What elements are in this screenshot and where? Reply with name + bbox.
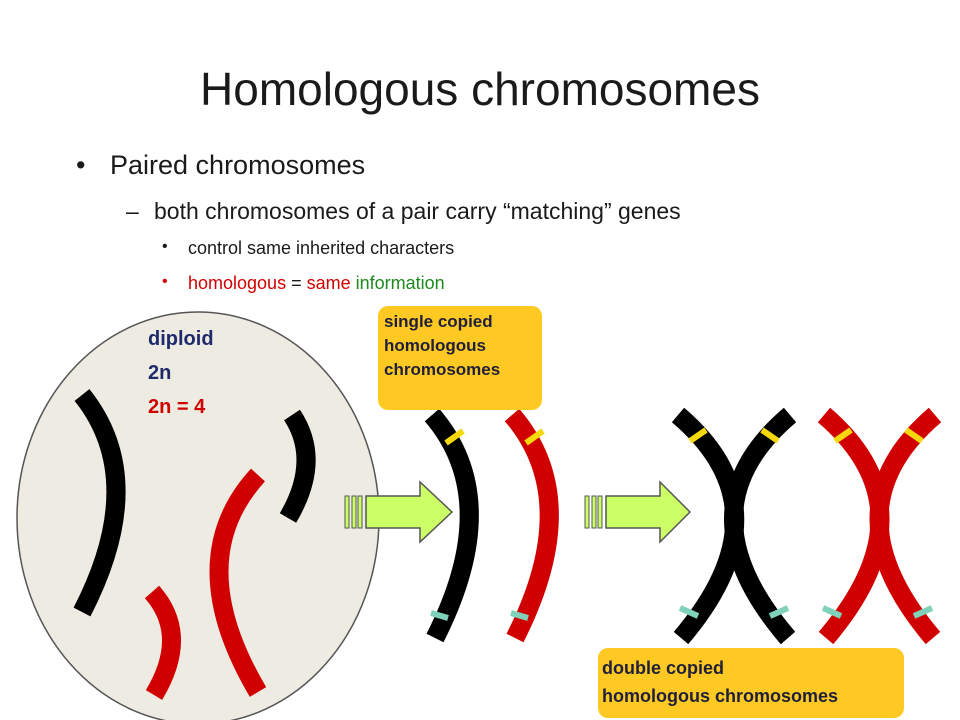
single-black-chromosome: [424, 408, 479, 643]
slide-title: Homologous chromosomes: [200, 63, 760, 115]
double-red-chromosome: [817, 407, 942, 645]
callout-line: homologous: [384, 336, 486, 355]
single-copied-callout: single copied homologous chromosomes: [378, 306, 542, 410]
cell-body: [16, 311, 380, 720]
bullet-dot-icon: •: [162, 238, 168, 255]
cell-black-chromosome-long: [73, 389, 126, 617]
callout-line: homologous chromosomes: [602, 686, 839, 706]
dash-icon: –: [126, 198, 139, 224]
arrow-right-icon: [584, 480, 692, 544]
same-word: same: [306, 273, 351, 293]
bullet-level3-first-text: control same inherited characters: [188, 238, 455, 258]
two-n-label: 2n: [148, 362, 172, 384]
cell-red-chromosome-long: [209, 468, 267, 697]
bullet-level3-second-text: homologous = same information: [188, 273, 445, 294]
equals-sign: =: [286, 273, 307, 293]
cell-black-chromosome-short: [279, 409, 316, 523]
single-red-chromosome: [504, 408, 559, 643]
double-black-chromosome: [671, 407, 797, 645]
cell-red-chromosome-short: [144, 585, 181, 700]
information-word: information: [350, 273, 445, 293]
diploid-label: diploid: [148, 328, 214, 350]
callout-line: double copied: [602, 658, 725, 678]
callout-line: chromosomes: [384, 360, 501, 379]
callout-line: single copied: [384, 312, 493, 331]
bullet-dot-icon: •: [162, 273, 168, 290]
bullet-level2-text: both chromosomes of a pair carry “matchi…: [154, 198, 681, 224]
double-copied-callout: double copied homologous chromosomes: [598, 648, 904, 718]
bullet-level1-text: Paired chromosomes: [110, 150, 366, 180]
homologous-word: homologous: [188, 273, 287, 293]
bullet-dot-icon: •: [76, 150, 86, 180]
arrow-right-icon: [344, 480, 454, 544]
chromosome-count-label: 2n = 4: [148, 396, 206, 418]
